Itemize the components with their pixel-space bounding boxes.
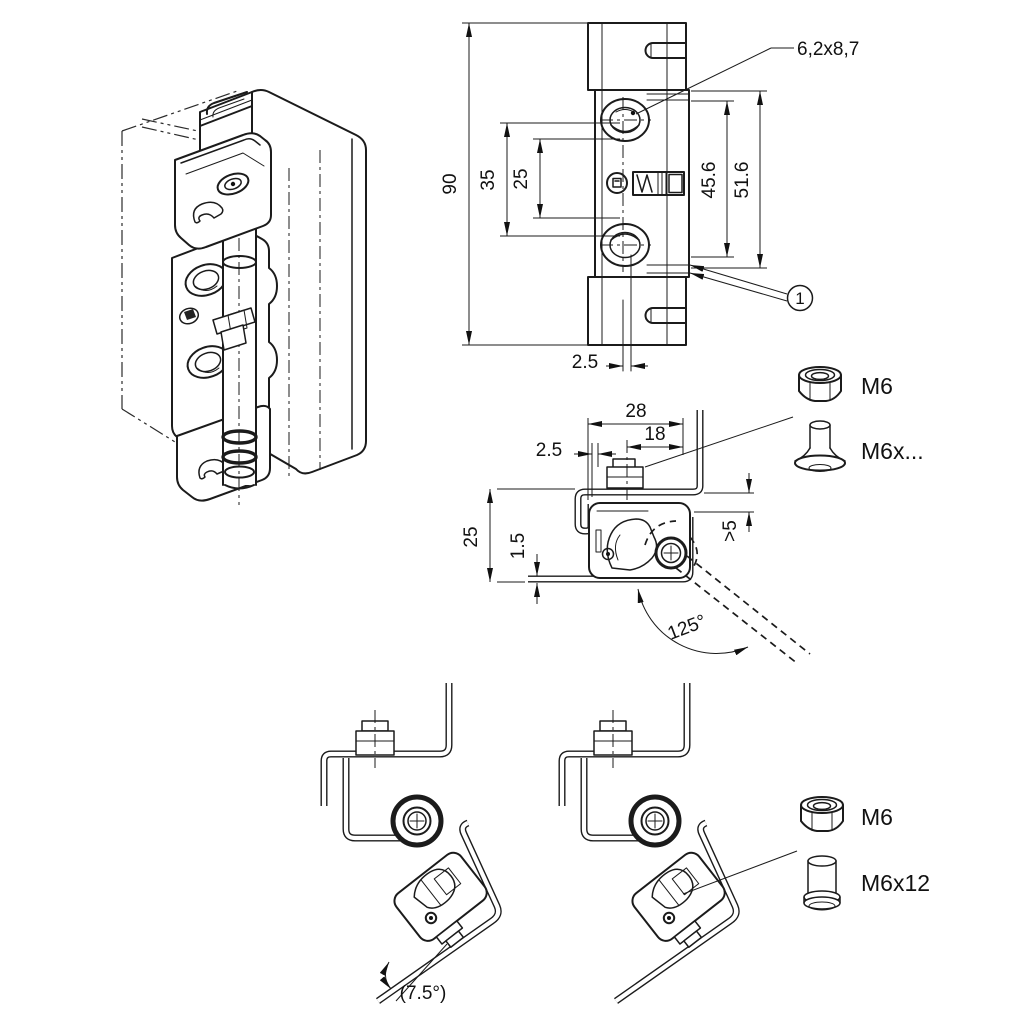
pretension-angle-annotation: (7.5°) — [379, 943, 448, 1004]
nut-label-lower: M6 — [861, 804, 893, 830]
countersunk-screw-icon — [794, 420, 846, 472]
open-position-view-left: (7.5°) — [324, 683, 501, 1004]
dim-pretension-angle: (7.5°) — [400, 983, 447, 1004]
hardware-group-upper: M6 M6x... — [794, 366, 924, 472]
dim-center-offset: 2.5 — [572, 352, 598, 373]
iso-view — [121, 89, 367, 505]
dim-overall-height: 90 — [440, 173, 461, 194]
dim-bolt-to-edge: 18 — [644, 424, 665, 445]
dim-right-outer: 51.6 — [732, 162, 753, 199]
cylinder-screw-icon — [803, 855, 841, 911]
hardware-group-lower: M6 M6x12 — [800, 796, 930, 911]
dim-width: 28 — [625, 401, 646, 422]
front-view-part — [587, 22, 690, 372]
dim-opening-angle: 125° — [665, 611, 709, 645]
screw-label-upper: M6x... — [861, 438, 924, 464]
dim-hole-pitch-outer: 35 — [478, 169, 499, 190]
dim-sheet-thickness: 1.5 — [508, 533, 529, 559]
front-view-dimensions: 90 35 25 45.6 51.6 6,2x8,7 2.5 1 — [440, 22, 859, 373]
screw-label-lower: M6x12 — [861, 870, 930, 896]
callout-number: 1 — [795, 289, 804, 308]
dim-edge-offset: 2.5 — [536, 440, 562, 461]
hardware-leader-lower — [682, 850, 798, 895]
dim-min-gap: >5 — [720, 520, 741, 542]
front-view: 90 35 25 45.6 51.6 6,2x8,7 2.5 1 — [440, 22, 859, 373]
dim-hole-pitch-inner: 25 — [511, 168, 532, 189]
lock-nut-icon-lower — [800, 796, 844, 832]
hardware-leader-upper — [644, 416, 794, 468]
open-position-view-right — [562, 683, 739, 1001]
hinge-iso — [171, 132, 278, 505]
callout-balloon-1: 1 — [689, 264, 814, 312]
slot-size-label: 6,2x8,7 — [797, 39, 859, 60]
dim-right-inner: 45.6 — [699, 162, 720, 199]
section-view: 28 18 2.5 25 1.5 >5 125° — [461, 401, 811, 665]
nut-label-upper: M6 — [861, 373, 893, 399]
dim-height: 25 — [461, 526, 482, 547]
lock-nut-icon — [798, 366, 842, 402]
